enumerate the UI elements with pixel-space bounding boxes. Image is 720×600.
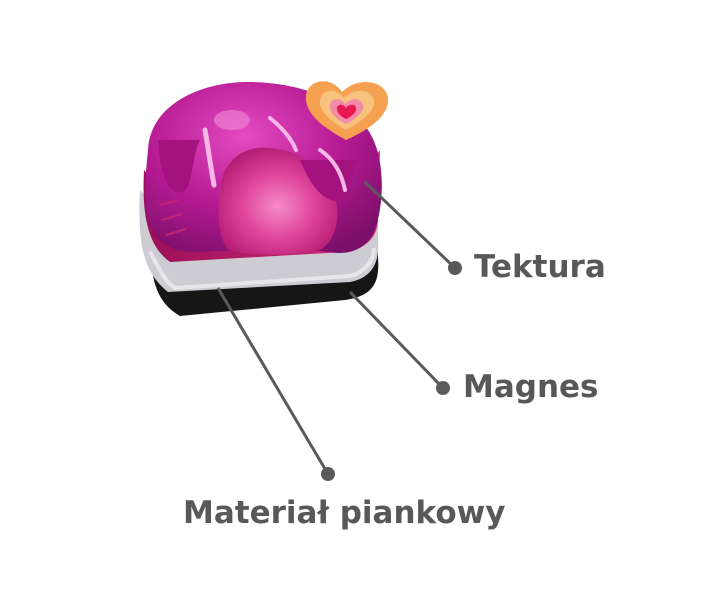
drip [158,140,200,193]
label-foam: Materiał piankowy [183,495,506,531]
leader-line-magnet [348,290,445,390]
leader-dot-magnet [436,381,450,395]
leader-dot-cardboard [448,261,462,275]
gloss [214,110,250,130]
leader-line-cardboard [363,180,457,270]
highlight [202,127,217,188]
label-cardboard: Tektura [474,249,606,285]
highlight [268,116,298,152]
highlight [318,148,347,192]
heart-badge [305,81,389,140]
texture-mark [159,199,187,236]
leader-dot-foam [321,467,335,481]
foam-edge [148,247,376,291]
leader-line-foam [216,287,330,475]
label-magnet: Magnes [463,369,599,405]
